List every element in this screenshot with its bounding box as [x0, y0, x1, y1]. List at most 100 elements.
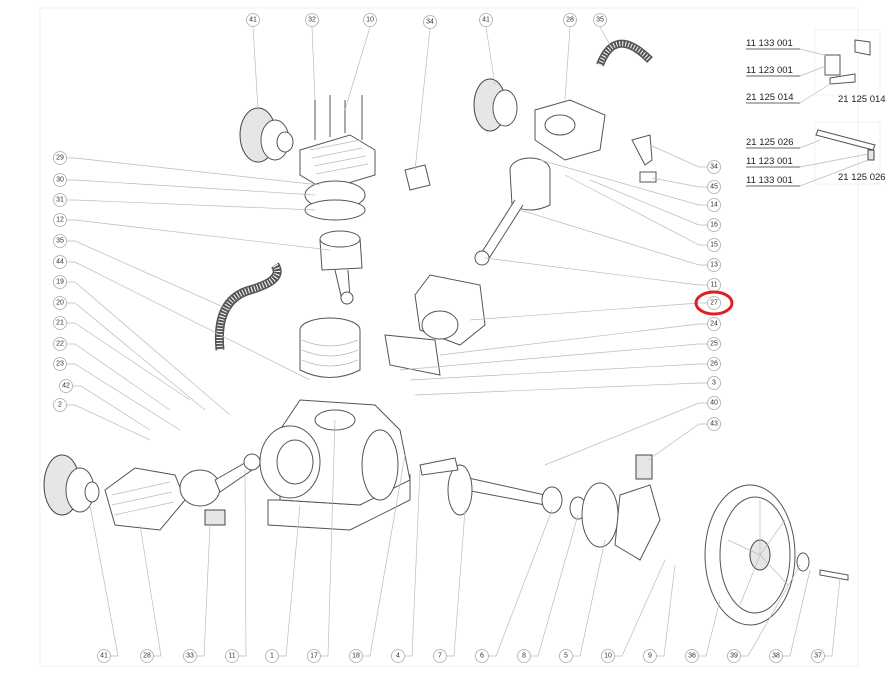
code-lower-1: 21 125 026: [746, 137, 794, 148]
label-number: 41: [482, 17, 490, 24]
part-label-18: 18: [349, 649, 363, 663]
crankcase: [259, 399, 411, 531]
label-bubble: [475, 649, 489, 663]
leader-line: [485, 26, 496, 86]
label-bubble: [246, 13, 260, 27]
part-label-22: 22: [53, 337, 67, 351]
hose-left: [214, 262, 282, 351]
label-bubble: [707, 317, 721, 331]
leader-line: [67, 199, 316, 211]
label-number: 8: [522, 653, 526, 660]
label-bubble: [53, 193, 67, 207]
part-label-28: 28: [563, 13, 577, 27]
part-label-26: 26: [707, 357, 721, 371]
part-label-13: 13: [707, 258, 721, 272]
label-number: 41: [100, 653, 108, 660]
crankshaft: [419, 457, 546, 516]
end-cover: [614, 484, 661, 561]
flywheel: [704, 484, 796, 626]
label-number: 16: [710, 222, 718, 229]
cylinder-head-2: [104, 467, 186, 531]
label-bubble: [53, 151, 67, 165]
label-bubble: [53, 296, 67, 310]
part-label-33: 33: [183, 649, 197, 663]
label-bubble: [307, 649, 321, 663]
label-bubble: [707, 396, 721, 410]
piston-1: [319, 230, 363, 305]
label-number: 31: [56, 197, 64, 204]
part-label-23: 23: [53, 357, 67, 371]
air-filter-bottom-left: [43, 454, 100, 516]
part-label-41: 41: [97, 649, 111, 663]
part-label-39: 39: [727, 649, 741, 663]
code-lower-part: 21 125 026: [838, 172, 886, 183]
label-number: 7: [438, 653, 442, 660]
leader-line: [699, 599, 721, 657]
part-label-37: 37: [811, 649, 825, 663]
part-label-25: 25: [707, 337, 721, 351]
label-bubble: [53, 234, 67, 248]
leader-line: [651, 177, 707, 188]
label-number: 23: [56, 361, 64, 368]
label-number: 9: [648, 653, 652, 660]
label-number: 35: [596, 17, 604, 24]
leader-line: [544, 402, 707, 466]
leader-line: [825, 577, 841, 657]
code-lower-2: 11 123 001: [746, 156, 793, 167]
label-bubble: [707, 238, 721, 252]
label-number: 12: [56, 217, 64, 224]
label-number: 10: [604, 653, 612, 660]
label-bubble: [53, 213, 67, 227]
label-number: 28: [143, 653, 151, 660]
code-upper-1: 11 133 001: [746, 38, 793, 49]
leader-line: [564, 174, 707, 246]
label-bubble: [479, 13, 493, 27]
leader-line: [344, 26, 371, 111]
label-bubble: [707, 198, 721, 212]
inset-lower: 21 125 026 11 123 001 11 133 001 21 125 …: [746, 121, 886, 187]
label-bubble: [707, 376, 721, 390]
leader-line: [67, 322, 191, 401]
leader-line: [197, 524, 211, 657]
label-number: 5: [564, 653, 568, 660]
label-bubble: [593, 13, 607, 27]
label-bubble: [707, 258, 721, 272]
part-label-6: 6: [475, 649, 489, 663]
leader-line: [67, 302, 206, 411]
leader-line: [239, 469, 247, 657]
label-bubble: [707, 296, 721, 310]
label-bubble: [53, 255, 67, 269]
label-number: 3: [712, 380, 716, 387]
piston-3: [474, 157, 551, 266]
leader-line: [405, 469, 421, 657]
leader-line: [469, 302, 707, 321]
label-number: 30: [56, 177, 64, 184]
leader-line: [67, 179, 316, 196]
part-label-41: 41: [246, 13, 260, 27]
breather-43: [635, 454, 653, 480]
part-label-28: 28: [140, 649, 154, 663]
label-bubble: [53, 173, 67, 187]
label-bubble: [97, 649, 111, 663]
code-upper-2: 11 123 001: [746, 65, 793, 76]
label-bubble: [707, 417, 721, 431]
part-label-38: 38: [769, 649, 783, 663]
part-label-44: 44: [53, 255, 67, 269]
label-bubble: [707, 180, 721, 194]
bolt-37: [819, 569, 849, 581]
leader-line: [439, 323, 707, 356]
code-upper-part: 21 125 014: [838, 94, 886, 105]
cylinder-head-3: [534, 99, 606, 161]
label-number: 32: [308, 17, 316, 24]
leader-line: [649, 144, 707, 168]
part-label-9: 9: [643, 649, 657, 663]
label-number: 15: [710, 242, 718, 249]
label-number: 33: [186, 653, 194, 660]
leader-line: [67, 261, 311, 381]
label-number: 41: [249, 17, 257, 24]
label-bubble: [53, 275, 67, 289]
part-label-10: 10: [601, 649, 615, 663]
part-label-7: 7: [433, 649, 447, 663]
label-number: 11: [228, 653, 235, 660]
part-label-17: 17: [307, 649, 321, 663]
